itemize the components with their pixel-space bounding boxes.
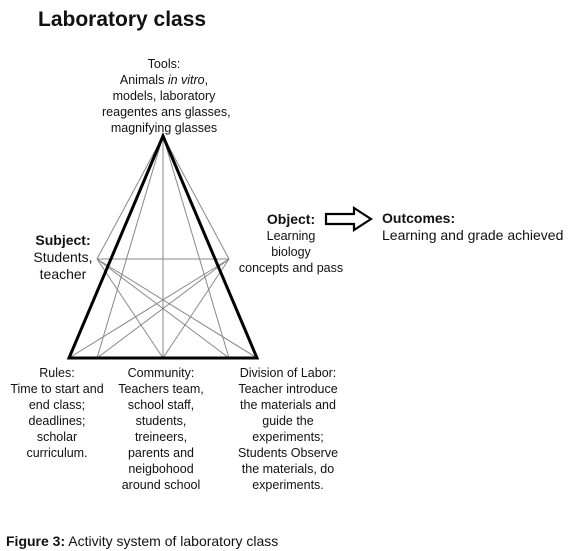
division-line-7: experiments. (252, 478, 324, 492)
tools-line-2: models, laboratory (112, 89, 216, 103)
rules-line-2: end class; (28, 398, 86, 412)
object-heading: Object: (266, 211, 316, 227)
outcomes-heading: Outcomes: (382, 210, 456, 226)
figure-caption: Figure 3: Activity system of laboratory … (6, 533, 278, 549)
top-to-right-corner-line (162, 135, 230, 359)
subject-line-1: Students, (33, 249, 93, 265)
division-line-4: experiments; (252, 430, 324, 444)
division-line-5: Students Observe (237, 446, 339, 460)
tools-line-1-start: Animals (119, 73, 168, 87)
division-line-6: the materials, do (241, 462, 335, 476)
object-line-2: biology (271, 245, 311, 259)
tools-line-1-end: , (204, 73, 209, 87)
right-mid-to-left-corner-line (96, 258, 230, 359)
object-line-1: Learning (266, 229, 316, 243)
division-heading: Division of Labor: (239, 366, 337, 380)
division-line-3: guide the (262, 414, 314, 428)
division-line-2: the materials and (240, 398, 336, 412)
tools-line-3: reagentes ans glasses, (102, 105, 231, 119)
community-line-2: school staff, (127, 398, 195, 412)
outcomes-label: Outcomes: Learning and grade achieved (382, 210, 563, 244)
top-to-left-corner-line (96, 135, 164, 359)
community-line-6: neigbohood (128, 462, 194, 476)
subject-heading: Subject: (35, 232, 91, 248)
community-label: Community: Teachers team, school staff, … (112, 365, 210, 493)
tools-line-4: magnifying glasses (110, 121, 218, 135)
community-line-5: parents and (127, 446, 195, 460)
community-line-4: treineers, (134, 430, 188, 444)
right-mid-to-top-line (162, 135, 230, 260)
tools-line-1: Animals in vitro, (102, 72, 226, 88)
figure-caption-text: Activity system of laboratory class (65, 533, 279, 549)
division-line-1: Teacher introduce (238, 382, 338, 396)
rules-line-1: Time to start and (10, 382, 104, 396)
subject-line-2: teacher (39, 266, 87, 282)
left-mid-to-top-line (96, 135, 164, 260)
outcomes-line-1: Learning and grade achieved (382, 227, 564, 243)
object-label: Object: Learning biology concepts and pa… (232, 211, 350, 276)
rules-label: Rules: Time to start and end class; dead… (2, 365, 112, 461)
tools-heading: Tools: (147, 57, 181, 71)
rules-heading: Rules: (39, 366, 75, 380)
subject-label: Subject: Students, teacher (22, 232, 104, 283)
outer-triangle (66, 132, 260, 360)
outcome-arrow-icon (324, 205, 374, 233)
tools-label: Tools: Animals in vitro, models, laborat… (102, 56, 231, 136)
rules-line-3: deadlines; (28, 414, 86, 428)
rules-line-5: curriculum. (26, 446, 88, 460)
figure-caption-label: Figure 3: (6, 533, 66, 549)
left-mid-to-bottom-line (96, 258, 164, 359)
community-line-7: around school (121, 478, 201, 492)
diagram-title: Laboratory class (38, 8, 207, 31)
community-heading: Community: (127, 366, 195, 380)
rules-line-4: scholar (36, 430, 78, 444)
tools-line-1-italic: in vitro (167, 73, 205, 87)
left-corner-to-right-mid-line (68, 258, 230, 359)
division-of-labor-label: Division of Labor: Teacher introduce the… (234, 365, 342, 493)
right-corner-to-left-mid-line (96, 258, 258, 359)
community-line-1: Teachers team, (118, 382, 204, 396)
community-line-3: students, (135, 414, 187, 428)
right-mid-to-bottom-line (162, 258, 230, 359)
inner-lines (68, 135, 258, 359)
object-line-3: concepts and pass (238, 261, 344, 275)
